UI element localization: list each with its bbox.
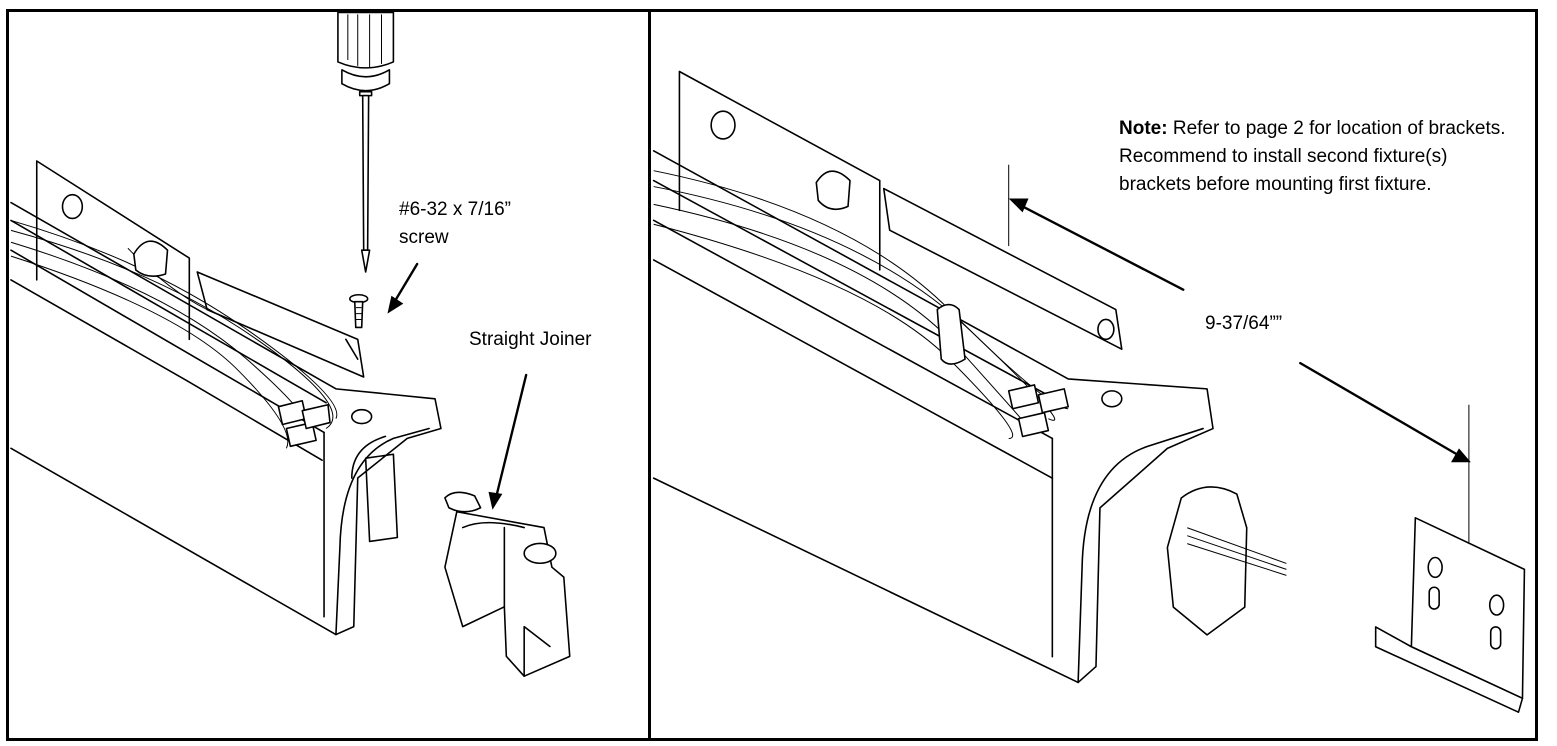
screw-word-label: screw	[399, 227, 449, 248]
mounting-bracket	[1374, 517, 1526, 714]
fixture-joiner-drawing	[10, 12, 571, 677]
bracket-spacing-dimension: 9-37/64””	[1205, 313, 1283, 334]
right-illustration-panel: Note: Refer to page 2 for location of br…	[648, 9, 1538, 741]
dimension-arrows	[1008, 164, 1471, 544]
note-text: Refer to page 2 for location of brackets…	[1119, 118, 1506, 195]
left-illustration-panel: #6-32 x 7/16” screw Straight Joiner	[6, 9, 652, 741]
light-fixture-body	[10, 160, 442, 636]
straight-joiner-part	[444, 491, 571, 677]
note-heading: Note:	[1119, 118, 1168, 139]
bracket-location-note: Note: Refer to page 2 for location of br…	[1119, 115, 1519, 199]
screw-arrow	[387, 262, 419, 314]
joiner-arrow	[488, 373, 528, 510]
bracket-spacing-drawing	[652, 70, 1526, 714]
screwdriver-icon	[337, 12, 395, 273]
screw-spec-label: #6-32 x 7/16”	[399, 199, 511, 220]
screw-icon	[349, 293, 369, 329]
light-fixture-body	[652, 70, 1287, 684]
straight-joiner-label: Straight Joiner	[469, 329, 592, 350]
